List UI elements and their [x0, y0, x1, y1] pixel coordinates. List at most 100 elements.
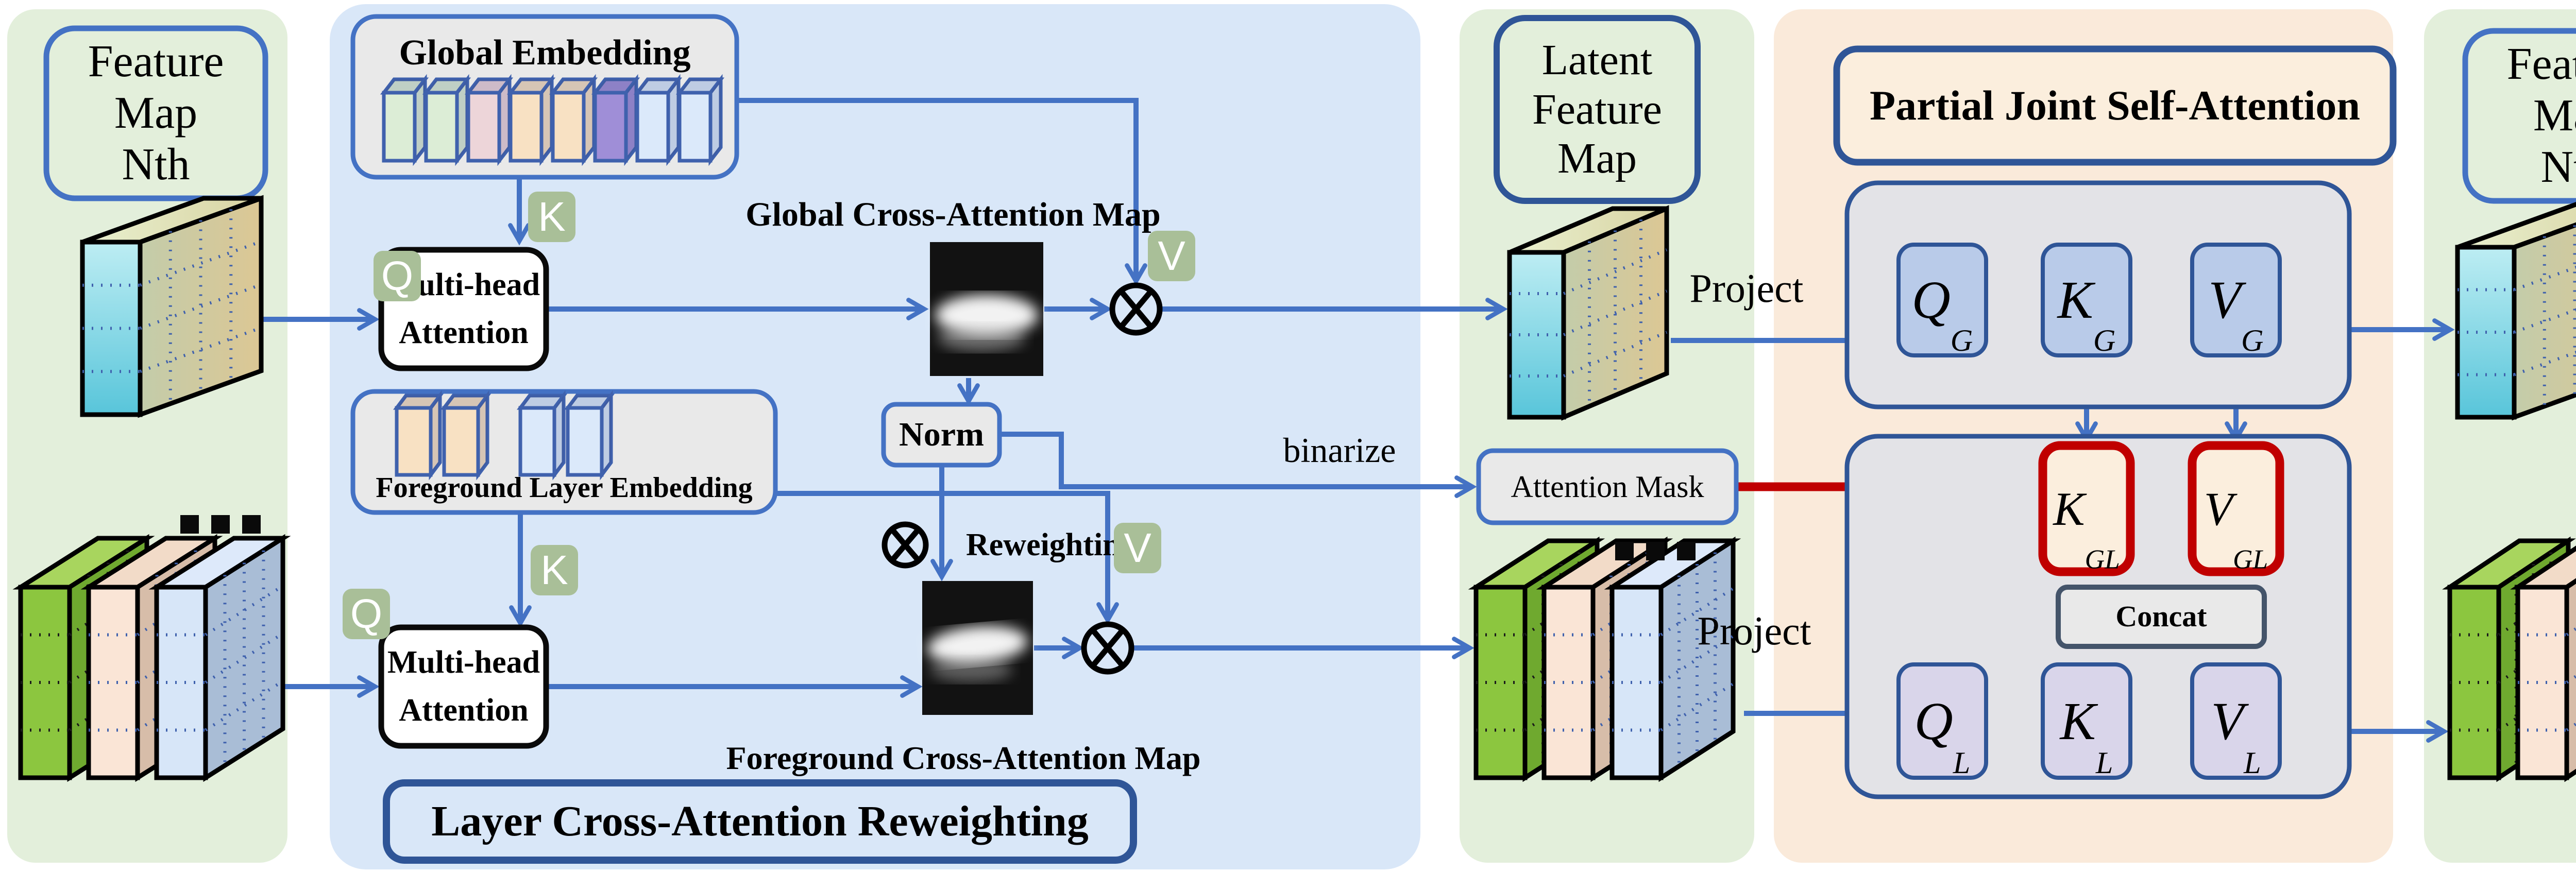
token-kgl: K GL [2043, 446, 2130, 575]
box-token-vgl [2188, 441, 2284, 576]
token-sub: GL [2084, 543, 2120, 575]
global-embedding-label: Global Embedding [399, 32, 691, 73]
box-feature-map-left [43, 25, 268, 201]
line-foreground-v-path [776, 491, 1119, 625]
foreground-cross-attention-map-label: Foreground Cross-Attention Map [726, 740, 1201, 777]
project-label-global: Project [1689, 265, 1804, 311]
label-line: Attention [399, 315, 529, 350]
token-vgl: V GL [2192, 446, 2280, 575]
global-embedding-cube-5 [549, 74, 598, 166]
latent-feature-map-slab [1507, 205, 1669, 421]
token-sub: L [2243, 746, 2261, 781]
global-cross-attention-map-image [930, 242, 1043, 376]
layer-slab-blue [148, 534, 291, 782]
box-multi-head-attention-top [378, 247, 549, 371]
box-token-vl [2190, 662, 2282, 780]
badge-q-top: Q [374, 251, 421, 301]
box-attention-mask [1476, 448, 1739, 525]
norm-label: Norm [899, 416, 984, 454]
badge-k-bottom: K [531, 545, 578, 595]
badge-v-bottom: V [1114, 523, 1161, 573]
label-line: Nth [122, 140, 190, 190]
connectors [242, 98, 2455, 743]
token-sub: L [2095, 746, 2113, 781]
label-line: Feature [88, 36, 224, 87]
global-embedding-cube-7 [633, 74, 683, 166]
badge-v-top: V [1148, 231, 1195, 281]
global-embedding-cube-3 [464, 74, 514, 166]
box-token-ql [1896, 662, 1988, 780]
token-base: K [2057, 270, 2093, 330]
multiply-icon-reweighting [882, 521, 929, 569]
box-token-kg [2041, 243, 2132, 357]
box-token-kgl [2038, 441, 2135, 576]
box-latent-feature-map [1494, 15, 1701, 204]
box-feature-map-right [2462, 28, 2576, 204]
label-line: Map [1557, 134, 1637, 183]
global-embedding-cube-2 [422, 74, 471, 166]
layer-cross-attention-reweighting-title: Layer Cross-Attention Reweighting [431, 797, 1089, 846]
box-token-kl [2041, 662, 2132, 780]
reweighting-label: Reweighting [966, 527, 1137, 562]
label-line: Nth [2540, 142, 2576, 193]
token-sub: G [2093, 323, 2116, 358]
multiply-icon-foreground [1081, 621, 1134, 675]
token-base: K [2060, 691, 2096, 751]
token-base: Q [1914, 691, 1953, 751]
global-embedding-cube-4 [506, 74, 556, 166]
token-sub: GL [2232, 543, 2268, 575]
partial-joint-self-attention-title: Partial Joint Self-Attention [1870, 82, 2360, 129]
feature-map-right-title: Feature Map Nth [2465, 31, 2576, 201]
token-base: V [2208, 270, 2241, 330]
layer-slab-pink-out [2510, 545, 2576, 782]
panel-layer-cross-attention [330, 4, 1420, 869]
token-base: K [2053, 482, 2085, 535]
feature-map-slab-right [2455, 202, 2576, 421]
box-token-vg [2190, 243, 2282, 357]
binarize-label: binarize [1283, 431, 1396, 470]
token-base: V [2211, 691, 2244, 751]
label-line: Latent [1541, 36, 1653, 84]
foreground-layer-embedding-label: Foreground Layer Embedding [376, 472, 753, 504]
box-layer-cross-attention-title [383, 779, 1137, 864]
multiply-icon-global [1109, 282, 1163, 336]
box-concat [2056, 585, 2267, 649]
project-label-local: Project [1697, 608, 1811, 653]
token-sub: G [1950, 323, 1973, 358]
label-line: Map [2533, 90, 2576, 141]
box-norm [881, 402, 1002, 468]
box-multi-head-attention-bottom [378, 624, 549, 749]
foreground-cross-attention-map-image [922, 581, 1033, 715]
foreground-embedding-cube-3 [517, 390, 567, 481]
global-embedding-cube-8 [675, 74, 725, 166]
global-cross-attention-map-label: Global Cross-Attention Map [745, 196, 1161, 234]
foreground-embedding-cube-2 [440, 390, 491, 481]
line-binarize-path [1001, 432, 1477, 498]
line-global-v-path [738, 98, 1147, 286]
token-base: V [2204, 482, 2233, 535]
token-sub: G [2241, 323, 2264, 358]
feature-map-slab-left [80, 195, 264, 418]
foreground-embedding-cube-1 [393, 390, 444, 481]
box-pjsa-title [1833, 45, 2397, 166]
concat-label: Concat [2115, 600, 2207, 634]
token-base: Q [1911, 270, 1951, 330]
foreground-embedding-cube-4 [564, 390, 615, 481]
latent-feature-map-title: Latent Feature Map [1497, 18, 1698, 201]
global-embedding-cube-1 [380, 74, 429, 166]
label-line: Feature [1532, 85, 1662, 133]
label-line: Multi-head [387, 645, 540, 680]
token-sub: L [1953, 746, 1971, 781]
global-embedding-cube-6 [591, 74, 640, 166]
label-line: Map [114, 88, 198, 138]
label-line: Feature [2506, 39, 2576, 89]
feature-map-left-title: Feature Map Nth [46, 28, 265, 198]
badge-q-bottom: Q [343, 589, 390, 639]
